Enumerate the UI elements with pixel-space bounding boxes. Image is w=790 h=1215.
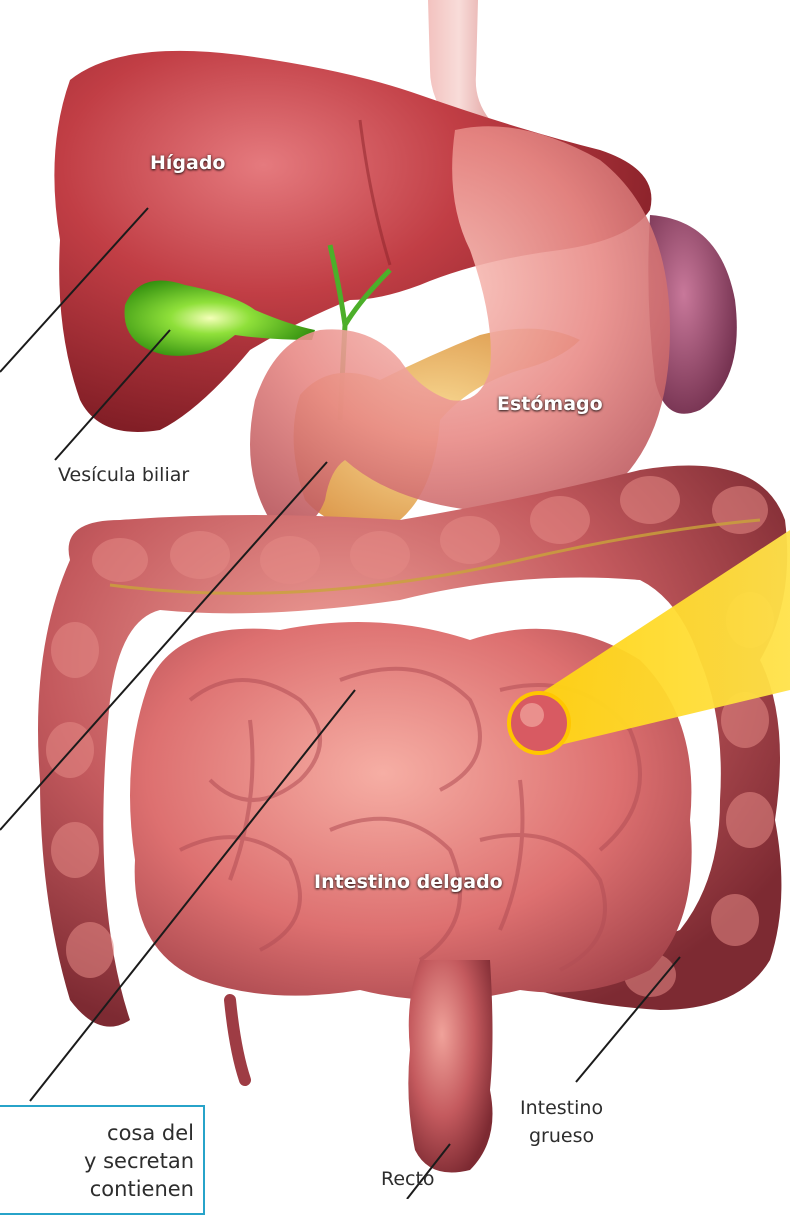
rectum-shape [408,960,492,1173]
label-liver: Hígado [150,152,226,174]
label-rectum: Recto [381,1168,435,1190]
label-small-intestine: Intestino delgado [314,871,503,893]
info-callout-text: cosa del y secretan contienen [0,1119,212,1203]
label-gallbladder: Vesícula biliar [58,464,189,486]
appendix-shape [230,1000,245,1080]
label-stomach: Estómago [497,393,603,415]
label-large-intestine: Intestino grueso [520,1094,603,1150]
